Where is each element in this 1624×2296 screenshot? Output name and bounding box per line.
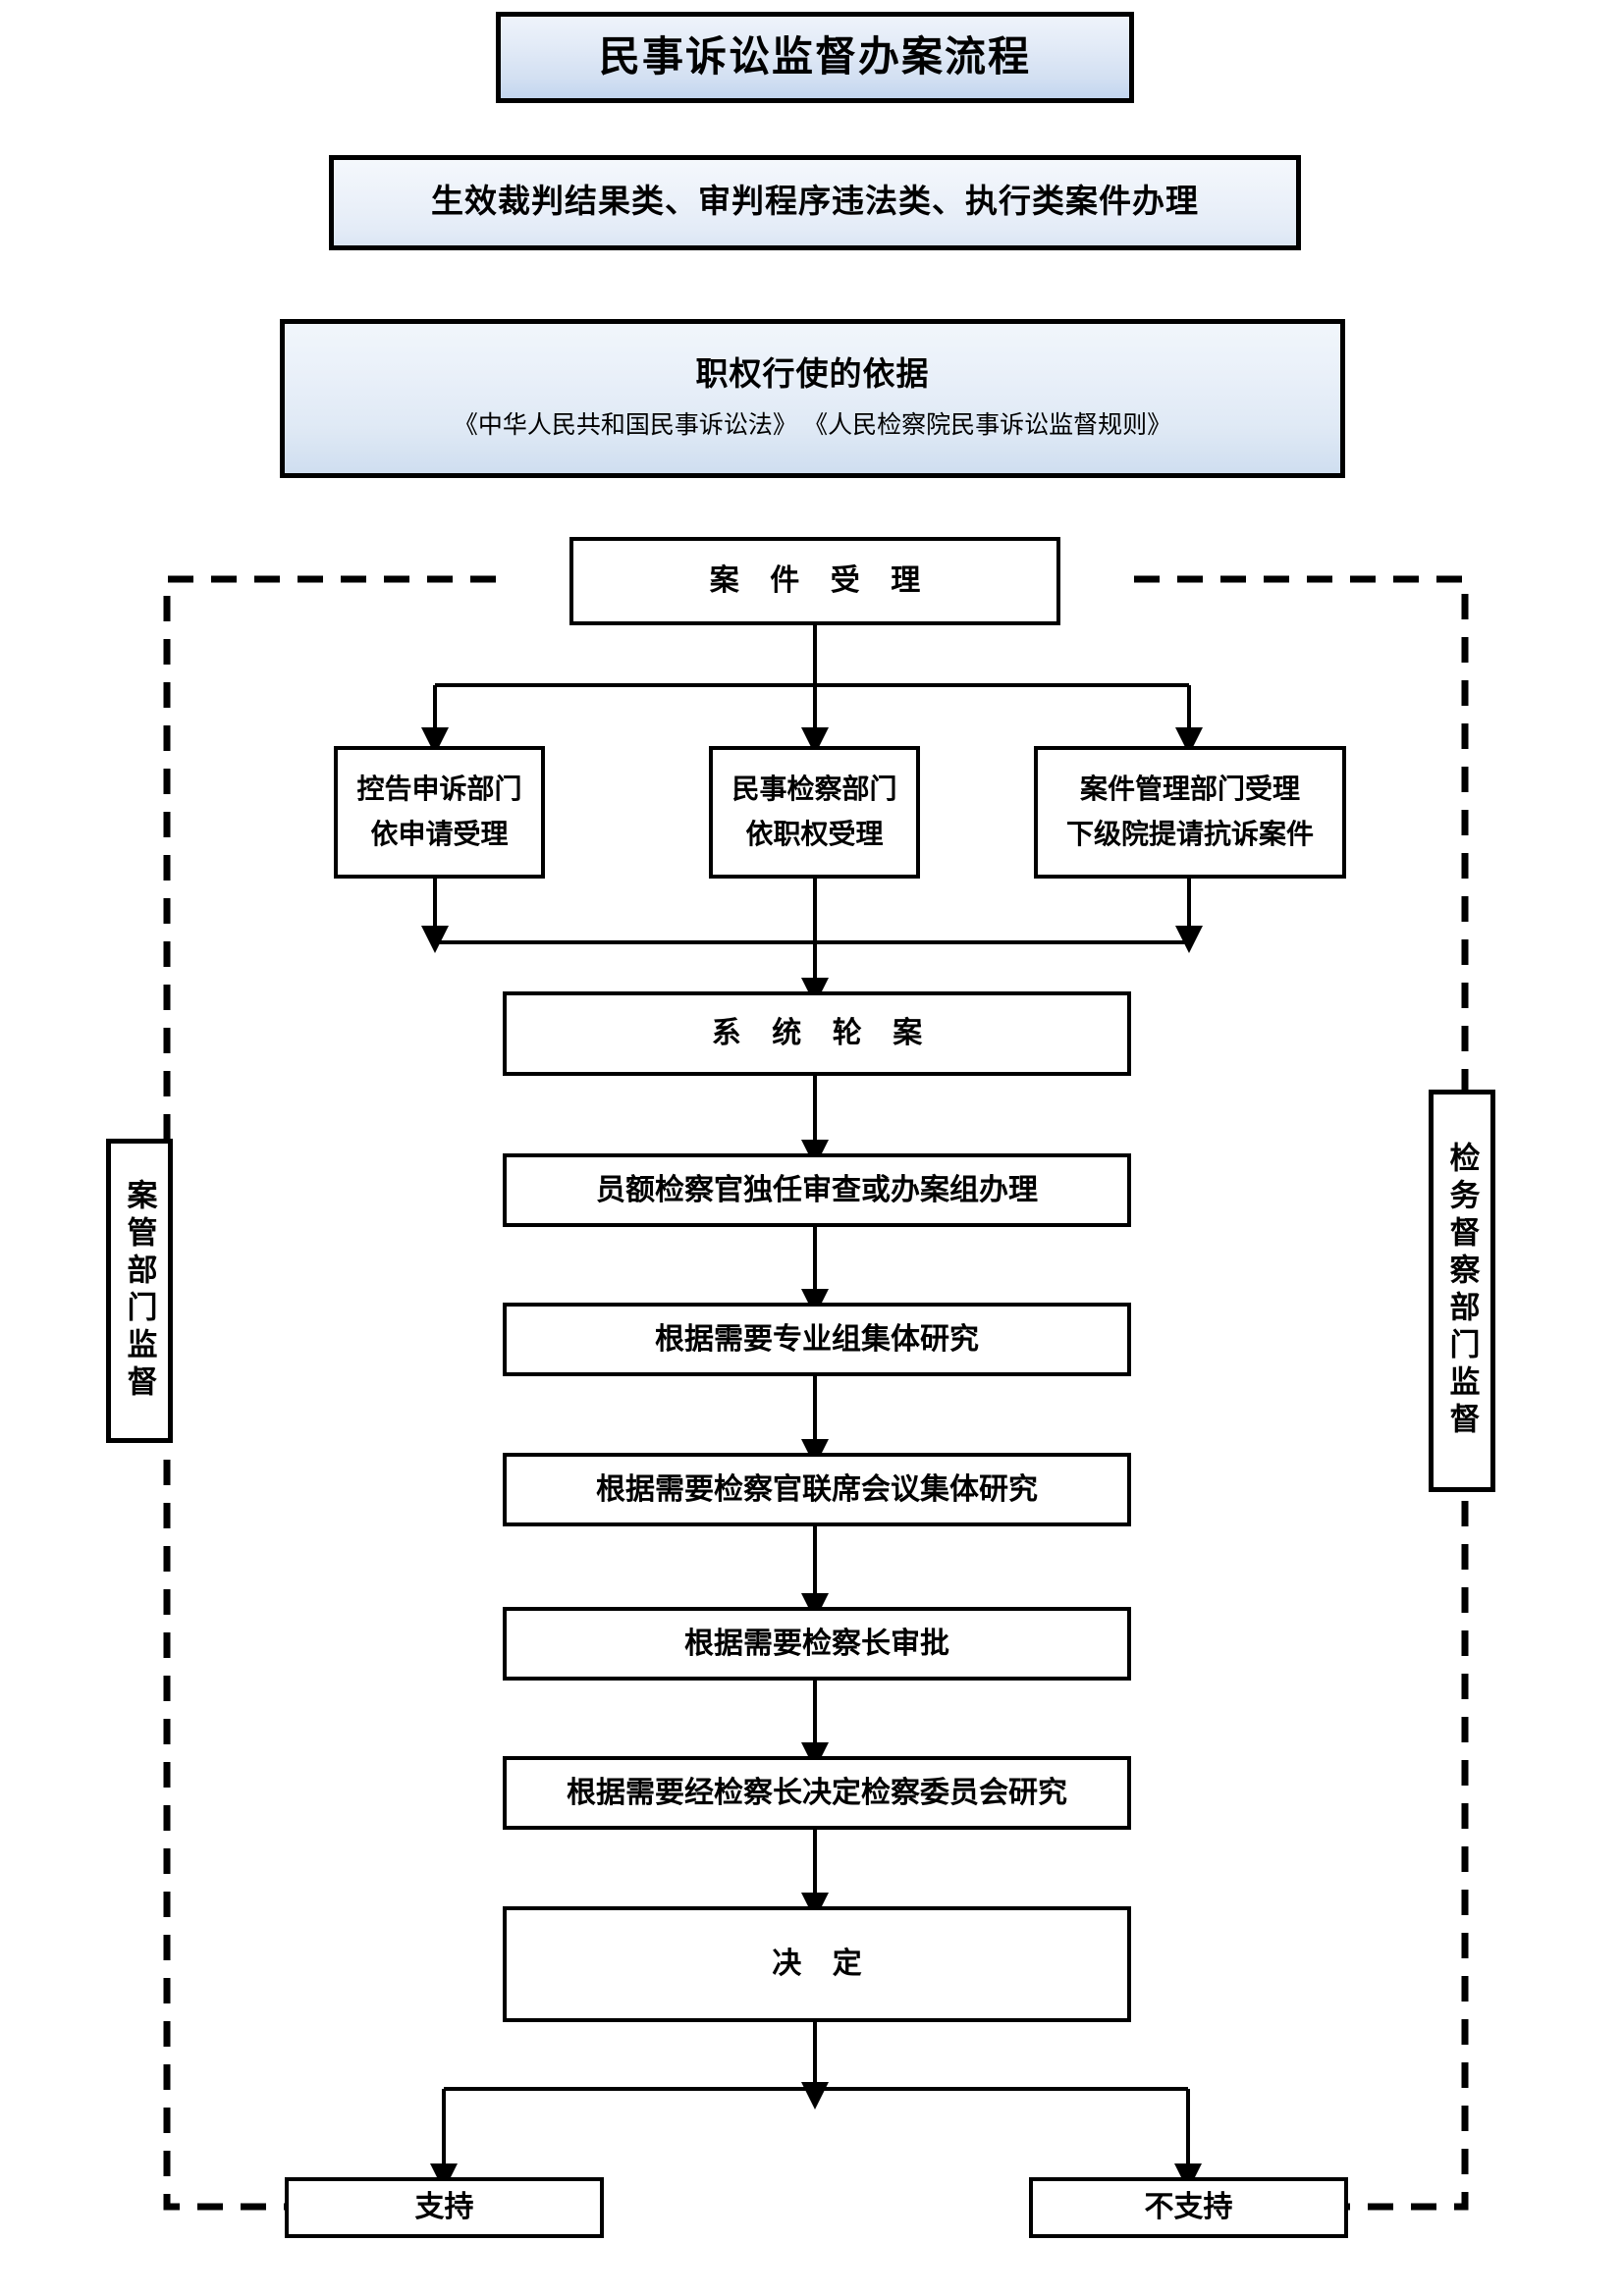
- node-label-line1: 案件管理部门受理: [1079, 774, 1300, 806]
- node-branch-civil-procuratorate: 民事检察部门 依职权受理: [709, 746, 920, 879]
- node-label: 决 定: [772, 1948, 874, 1981]
- node-label: 根据需要检察官联席会议集体研究: [596, 1472, 1038, 1506]
- node-label: 根据需要检察长审批: [684, 1627, 949, 1660]
- node-decision: 决 定: [503, 1906, 1131, 2022]
- node-label: 根据需要专业组集体研究: [655, 1322, 979, 1356]
- scope-text: 生效裁判结果类、审判程序违法类、执行类案件办理: [431, 185, 1199, 220]
- legal-basis-title: 职权行使的依据: [695, 357, 930, 393]
- node-label-line1: 民事检察部门: [731, 774, 897, 806]
- node-procuratorial-committee-study: 根据需要经检察长决定检察委员会研究: [503, 1756, 1131, 1830]
- node-label-vertical: 检务督察部门监督: [1444, 1142, 1480, 1440]
- node-branch-case-management: 案件管理部门受理 下级院提请抗诉案件: [1034, 746, 1346, 879]
- node-chief-prosecutor-approval: 根据需要检察长审批: [503, 1607, 1131, 1681]
- node-label-line2: 依职权受理: [745, 819, 884, 850]
- node-label-vertical: 案管部门监督: [122, 1179, 157, 1403]
- node-sole-prosecutor-review: 员额检察官独任审查或办案组办理: [503, 1153, 1131, 1227]
- node-label: 系 统 轮 案: [711, 1017, 935, 1050]
- chart-title-box: 民事诉讼监督办案流程: [496, 12, 1134, 103]
- node-oversight-case-management: 案管部门监督: [106, 1139, 173, 1443]
- node-outcome-support: 支持: [285, 2177, 604, 2238]
- node-branch-complaint-appeal: 控告申诉部门 依申请受理: [334, 746, 545, 879]
- node-system-case-assignment: 系 统 轮 案: [503, 991, 1131, 1076]
- node-label-line2: 依申请受理: [370, 819, 509, 850]
- node-label-line2: 下级院提请抗诉案件: [1065, 819, 1314, 850]
- node-case-intake: 案 件 受 理: [569, 537, 1060, 625]
- legal-basis-box: 职权行使的依据 《中华人民共和国民事诉讼法》 《人民检察院民事诉讼监督规则》: [280, 319, 1345, 478]
- node-label: 员额检察官独任审查或办案组办理: [596, 1173, 1038, 1206]
- node-label: 不支持: [1144, 2191, 1233, 2224]
- node-label: 案 件 受 理: [709, 564, 933, 598]
- node-oversight-inspection-department: 检务督察部门监督: [1429, 1090, 1495, 1492]
- page-title: 民事诉讼监督办案流程: [598, 34, 1031, 80]
- node-label: 支持: [414, 2191, 474, 2224]
- scope-box: 生效裁判结果类、审判程序违法类、执行类案件办理: [329, 155, 1301, 250]
- node-label-line1: 控告申诉部门: [356, 774, 522, 806]
- node-outcome-not-support: 不支持: [1029, 2177, 1348, 2238]
- node-professional-group-study: 根据需要专业组集体研究: [503, 1303, 1131, 1376]
- legal-basis-references: 《中华人民共和国民事诉讼法》 《人民检察院民事诉讼监督规则》: [453, 412, 1172, 439]
- node-label: 根据需要经检察长决定检察委员会研究: [567, 1776, 1067, 1809]
- node-prosecutor-joint-meeting: 根据需要检察官联席会议集体研究: [503, 1453, 1131, 1526]
